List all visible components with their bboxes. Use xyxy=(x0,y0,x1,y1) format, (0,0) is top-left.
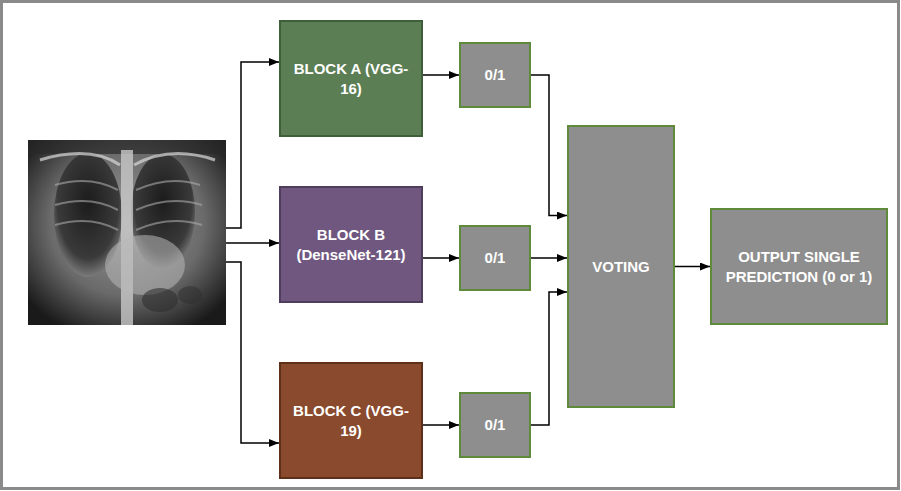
model-block: BLOCK B (DenseNet-121) xyxy=(279,186,423,303)
model-block: BLOCK A (VGG-16) xyxy=(279,20,423,137)
node-label: BLOCK C (VGG-19) xyxy=(287,401,415,440)
voting-box: VOTING xyxy=(567,125,675,408)
output-box: OUTPUT SINGLE PREDICTION (0 or 1) xyxy=(710,208,888,325)
input-wires xyxy=(226,62,279,443)
node-label: 0/1 xyxy=(485,415,506,435)
connector-arrow xyxy=(531,292,567,425)
connector-arrow xyxy=(675,266,710,268)
node-label: BLOCK B (DenseNet-121) xyxy=(287,225,415,264)
node-label: BLOCK A (VGG-16) xyxy=(287,59,415,98)
connector-arrow xyxy=(423,424,459,426)
chest-xray xyxy=(28,140,226,325)
node-label: VOTING xyxy=(592,257,650,277)
connector-arrow xyxy=(531,257,567,259)
connector-arrow xyxy=(423,74,459,76)
prediction-box: 0/1 xyxy=(459,42,531,108)
node-label: OUTPUT SINGLE PREDICTION (0 or 1) xyxy=(718,247,880,286)
model-block: BLOCK C (VGG-19) xyxy=(279,362,423,479)
prediction-box: 0/1 xyxy=(459,225,531,291)
connector-arrow xyxy=(423,257,459,259)
prediction-box: 0/1 xyxy=(459,392,531,458)
node-label: 0/1 xyxy=(485,65,506,85)
connector-arrow xyxy=(531,75,567,216)
node-label: 0/1 xyxy=(485,248,506,268)
